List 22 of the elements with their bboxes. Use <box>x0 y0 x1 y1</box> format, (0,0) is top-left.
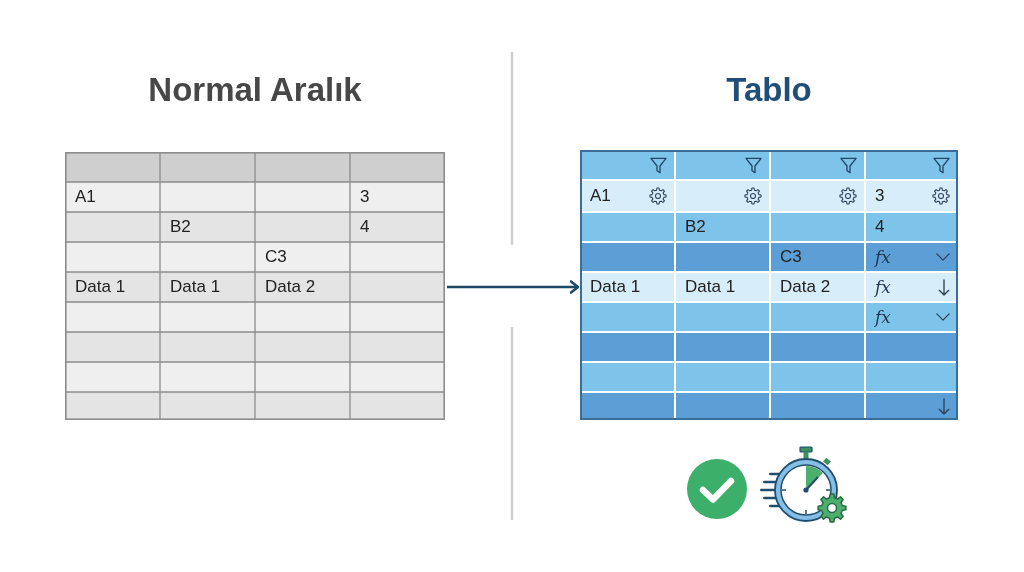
cell-text: A1 <box>75 187 96 207</box>
cell-text: A1 <box>590 186 611 206</box>
arrow <box>447 280 580 294</box>
cell-text: Data 1 <box>75 277 126 297</box>
formula-symbol: fx <box>875 247 891 267</box>
formula-symbol: fx <box>875 307 891 327</box>
cell-text: 4 <box>360 217 370 237</box>
section-heading: Tablo <box>725 70 813 110</box>
cell-text: B2 <box>170 217 191 237</box>
cell-text: C3 <box>265 247 287 267</box>
cell-text: Data 1 <box>590 277 641 297</box>
cell-text: 3 <box>360 187 370 207</box>
cell-text: 3 <box>875 186 885 206</box>
cell-text: B2 <box>685 217 706 237</box>
cell-text: C3 <box>780 247 802 267</box>
cell-text: Data 1 <box>685 277 736 297</box>
cell-text: Data 2 <box>265 277 316 297</box>
cell-text: Data 2 <box>780 277 831 297</box>
cell-text: Data 1 <box>170 277 221 297</box>
section-heading: Normal Aralık <box>147 70 363 110</box>
cell-text: 4 <box>875 217 885 237</box>
formula-symbol: fx <box>875 277 891 297</box>
